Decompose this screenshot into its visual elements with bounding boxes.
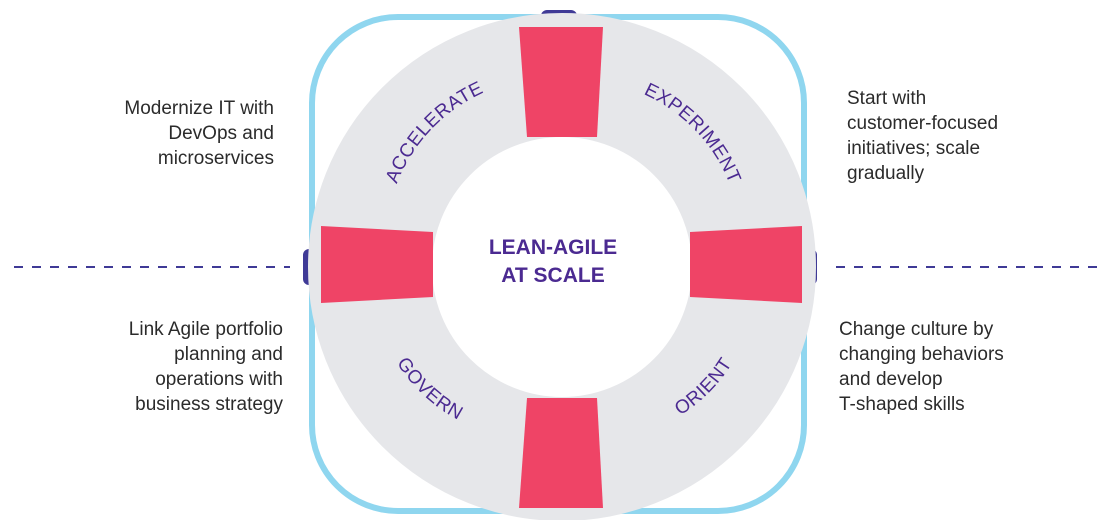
note-line: microservices [157, 148, 274, 169]
note-line: customer-focused [847, 113, 999, 134]
center-title-line1: LEAN-AGILE [488, 236, 618, 259]
note-line: planning and [174, 344, 283, 365]
band-top [519, 27, 603, 137]
note-line: Start with [847, 88, 927, 109]
band-bottom [519, 398, 603, 508]
band-left [321, 226, 433, 303]
note-line: Modernize IT with [124, 98, 274, 119]
note-top-right: Start with customer-focused initiatives;… [847, 86, 998, 186]
note-line: Change culture by [839, 319, 994, 340]
center-title: LEAN-AGILE AT SCALE [453, 234, 653, 290]
note-line: changing behaviors [839, 344, 1004, 365]
note-line: and develop [839, 369, 943, 390]
note-bottom-right: Change culture by changing behaviors and… [839, 317, 1004, 417]
note-top-left: Modernize IT with DevOps and microservic… [124, 96, 274, 171]
note-bottom-left: Link Agile portfolio planning and operat… [129, 317, 283, 417]
note-line: business strategy [135, 394, 283, 415]
note-line: initiatives; scale [847, 138, 981, 159]
band-right [690, 226, 802, 303]
note-line: DevOps and [168, 123, 274, 144]
note-line: Link Agile portfolio [128, 319, 283, 340]
center-title-line2: AT SCALE [501, 264, 605, 287]
note-line: T-shaped skills [839, 394, 965, 415]
note-line: operations with [155, 369, 283, 390]
note-line: gradually [847, 163, 925, 184]
